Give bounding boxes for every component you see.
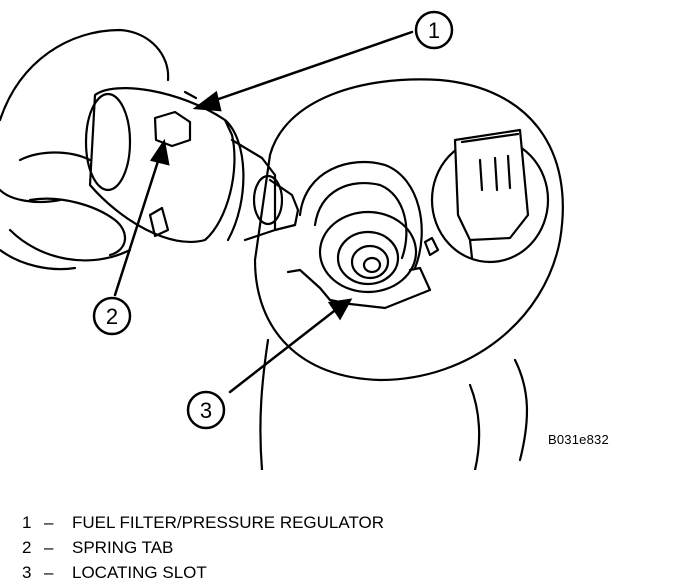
legend-number: 1: [22, 513, 32, 532]
legend-item: 1–FUEL FILTER/PRESSURE REGULATOR: [22, 510, 384, 535]
electrical-connector: [430, 128, 550, 264]
callout-2-number: 2: [106, 304, 118, 329]
callout-1-number: 1: [428, 18, 440, 43]
fuel-filter-diagram: 1 2 3: [0, 10, 564, 470]
legend-separator: –: [44, 563, 54, 582]
callout-1-leader: [192, 30, 414, 112]
callout-3-number: 3: [200, 398, 212, 423]
legend-label: LOCATING SLOT: [72, 563, 207, 582]
fuel-filter-body: [84, 87, 300, 243]
figure-code: B031e832: [548, 432, 609, 447]
legend-number: 3: [22, 563, 32, 582]
legend-item: 2–SPRING TAB: [22, 535, 384, 560]
callout-1: 1: [414, 10, 454, 50]
callout-3-leader: [228, 298, 353, 394]
callout-2: 2: [92, 296, 132, 336]
legend-item: 3–LOCATING SLOT: [22, 560, 384, 585]
callout-3: 3: [186, 390, 226, 430]
hand: [0, 28, 170, 271]
legend-separator: –: [44, 538, 54, 557]
legend-label: FUEL FILTER/PRESSURE REGULATOR: [72, 513, 385, 532]
legend-label: SPRING TAB: [72, 538, 174, 557]
callout-2-leader: [113, 138, 170, 297]
legend-number: 2: [22, 538, 32, 557]
legend: 1–FUEL FILTER/PRESSURE REGULATOR 2–SPRIN…: [22, 510, 384, 585]
legend-separator: –: [44, 513, 54, 532]
